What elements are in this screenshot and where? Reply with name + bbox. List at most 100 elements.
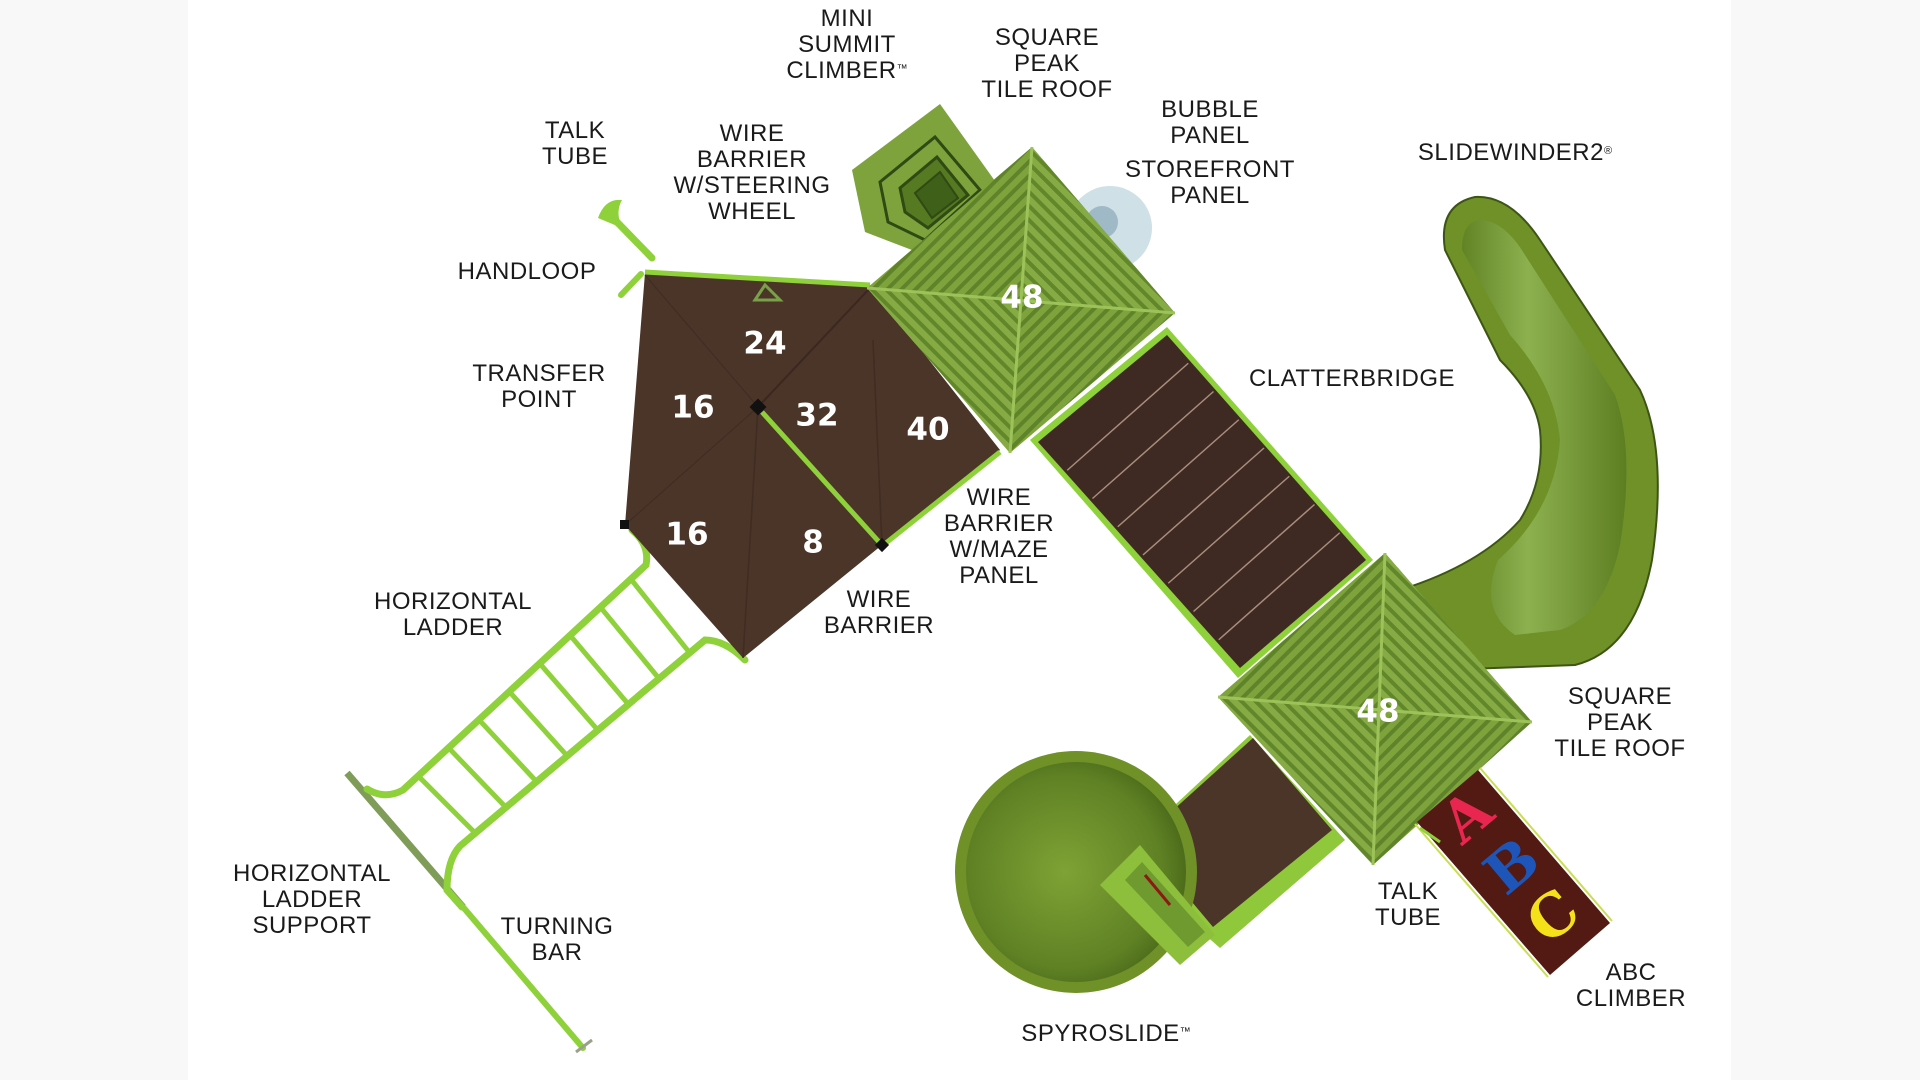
handloop (618, 271, 644, 298)
label-line: PANEL (959, 562, 1039, 589)
deck-height-16-lower: 16 (665, 516, 709, 553)
label-line: PANEL (1170, 182, 1250, 209)
label-line: SUMMIT (798, 31, 896, 58)
registered-mark: ® (1603, 145, 1613, 157)
clatterbridge (1030, 327, 1373, 678)
label-line: WIRE (719, 120, 785, 147)
transfer-point-barrier (760, 410, 882, 545)
label-wire-barrier: WIRE BARRIER (824, 587, 934, 639)
slidewinder2 (1398, 195, 1659, 672)
clatterbridge-plank-seam (1193, 503, 1315, 613)
label-line: STOREFRONT (1125, 156, 1295, 183)
label-line: TALK (1377, 878, 1439, 905)
spyroslide (955, 751, 1215, 993)
label-line: SUPPORT (252, 912, 372, 939)
label-wire-barrier-steering-wheel: WIRE BARRIER W/STEERING WHEEL (673, 121, 830, 225)
label-line: BUBBLE (1161, 96, 1259, 123)
main-deck (620, 269, 1002, 659)
label-spyroslide: SPYROSLIDE™ (1021, 1021, 1190, 1047)
label-bubble-panel: BUBBLE PANEL (1161, 97, 1259, 149)
clatterbridge-plank-seam (1092, 390, 1214, 500)
label-text: SPYROSLIDE (1021, 1020, 1180, 1047)
label-line: LADDER (261, 886, 363, 913)
label-line: TUBE (541, 143, 609, 170)
label-mini-summit-climber: MINI SUMMIT CLIMBER™ (786, 6, 907, 84)
wire-barrier-steering-wheel (644, 269, 871, 288)
wire-barrier-maze-panel (884, 450, 1002, 545)
deck-height-8: 8 (802, 524, 824, 561)
label-line: W/STEERING (673, 172, 831, 199)
label-line: TURNING (500, 913, 614, 940)
label-talk-tube-top: TALK TUBE (542, 118, 608, 170)
label-text: CLIMBER (786, 57, 897, 84)
clatterbridge-plank-seam (1218, 532, 1341, 641)
label-line: ABC (1605, 959, 1657, 986)
square-peak-tile-roof-top (866, 146, 1176, 454)
square-peak-tile-roof-lower (1217, 552, 1533, 866)
label-handloop: HANDLOOP (458, 259, 597, 285)
ladder-rung (628, 576, 693, 656)
deck-height-48-lower-roof: 48 (1356, 693, 1400, 730)
label-line: LADDER (402, 614, 504, 641)
label-line: W/MAZE (949, 536, 1049, 563)
ladder-rung (567, 632, 631, 707)
abc-climber: A B C (1414, 767, 1613, 978)
label-transfer-point: TRANSFER POINT (472, 361, 605, 413)
label-line: WHEEL (708, 198, 796, 225)
label-line: POINT (501, 386, 577, 413)
label-line: PEAK (1013, 50, 1081, 77)
steering-wheel-icon (752, 282, 784, 302)
label-clatterbridge: CLATTERBRIDGE (1249, 366, 1455, 392)
label-line: BARRIER (696, 146, 808, 173)
talk-tube-top (598, 199, 656, 262)
label-line: CLATTERBRIDGE (1248, 365, 1456, 392)
label-wire-barrier-maze-panel: WIRE BARRIER W/MAZE PANEL (944, 485, 1054, 589)
label-line: SPYROSLIDE™ (1021, 1021, 1190, 1047)
deck-height-16-upper: 16 (671, 389, 715, 426)
label-abc-climber: ABC CLIMBER (1576, 960, 1686, 1012)
ladder-rung (446, 745, 509, 810)
trademark-mark: ™ (896, 63, 908, 75)
label-slidewinder2: SLIDEWINDER2® (1418, 140, 1612, 166)
deck-height-32: 32 (795, 397, 839, 434)
label-line: TILE ROOF (1554, 735, 1686, 762)
trademark-mark: ™ (1179, 1026, 1191, 1038)
deck-height-40: 40 (906, 411, 950, 448)
label-horizontal-ladder-support: HORIZONTAL LADDER SUPPORT (233, 861, 391, 939)
label-line: SQUARE (1567, 683, 1673, 710)
label-line: WIRE (966, 484, 1032, 511)
clatterbridge-plank-seam (1117, 419, 1240, 528)
clatterbridge-plank-seam (1142, 447, 1265, 556)
label-line: CLIMBER (1575, 985, 1687, 1012)
deck-height-48-top-roof: 48 (1000, 279, 1044, 316)
label-line: HORIZONTAL (374, 588, 532, 615)
label-storefront-panel: STOREFRONT PANEL (1125, 157, 1295, 209)
label-line: BARRIER (943, 510, 1055, 537)
label-line: HORIZONTAL (233, 860, 391, 887)
label-square-peak-tile-roof-top: SQUARE PEAK TILE ROOF (981, 25, 1112, 103)
ladder-rung (476, 717, 540, 785)
ladder-rung (597, 604, 662, 682)
label-line: MINI (820, 5, 874, 32)
label-line: HANDLOOP (457, 258, 597, 285)
label-horizontal-ladder: HORIZONTAL LADDER (374, 589, 532, 641)
label-line: WIRE (846, 586, 912, 613)
label-square-peak-tile-roof-lower: SQUARE PEAK TILE ROOF (1554, 684, 1685, 762)
label-line: SQUARE (994, 24, 1100, 51)
label-turning-bar: TURNING BAR (501, 914, 614, 966)
label-line: PEAK (1586, 709, 1654, 736)
label-text: SLIDEWINDER2 (1417, 139, 1604, 166)
ladder-rung (415, 773, 478, 836)
label-line: SLIDEWINDER2® (1418, 140, 1612, 166)
label-line: TUBE (1374, 904, 1442, 931)
clatterbridge-plank-seam (1167, 475, 1290, 584)
label-line: PANEL (1170, 122, 1250, 149)
label-line: BARRIER (823, 612, 935, 639)
ladder-rung (537, 660, 601, 733)
talk-tube-lower-part (1419, 826, 1441, 844)
label-line: TALK (544, 117, 606, 144)
deck-height-24: 24 (743, 325, 787, 362)
label-line: CLIMBER™ (786, 58, 907, 84)
clatterbridge-plank-seam (1066, 362, 1189, 471)
